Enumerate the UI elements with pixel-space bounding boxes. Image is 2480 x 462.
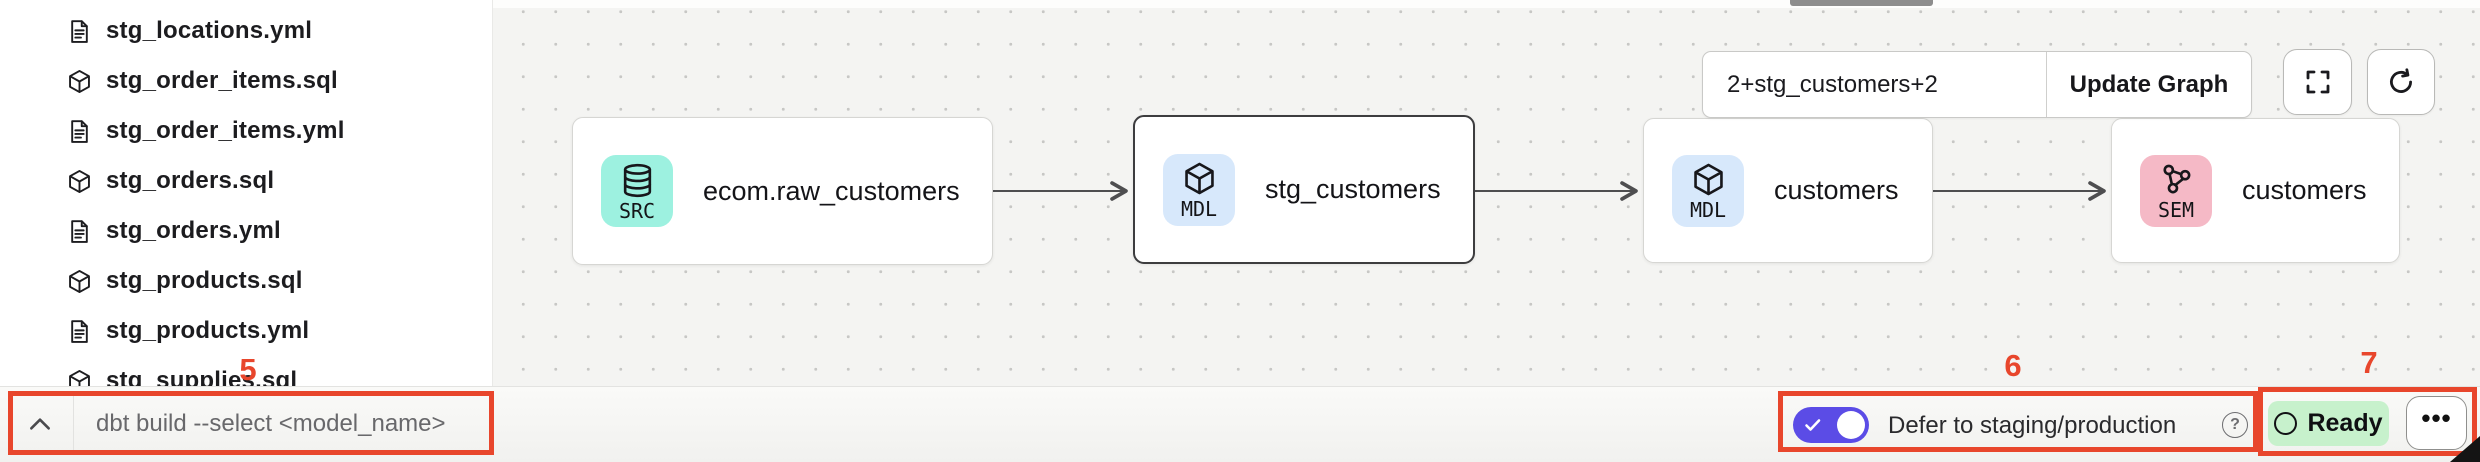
semantic-model-icon <box>2162 164 2190 194</box>
command-panel-expand-button[interactable] <box>20 404 60 444</box>
check-icon <box>1805 419 1821 431</box>
lineage-canvas[interactable]: SRC ecom.raw_customers MDL stg_customers… <box>493 0 2480 386</box>
database-icon <box>623 163 651 197</box>
lineage-node-source[interactable]: SRC ecom.raw_customers <box>572 117 993 265</box>
help-icon[interactable]: ? <box>2222 412 2248 438</box>
fullscreen-icon <box>2306 70 2329 94</box>
model-cube-icon <box>66 268 93 295</box>
graph-selector-combo: Update Graph <box>1702 51 2252 118</box>
semantic-badge: SEM <box>2140 154 2212 227</box>
cube-icon <box>1693 163 1723 196</box>
refresh-button[interactable] <box>2367 49 2435 115</box>
model-badge: MDL <box>1672 154 1744 227</box>
file-icon <box>66 218 93 245</box>
file-name: stg_products.yml <box>106 317 310 344</box>
file-name: stg_order_items.yml <box>106 117 345 144</box>
lineage-node-stg-customers[interactable]: MDL stg_customers <box>1133 115 1475 264</box>
file-name: stg_orders.yml <box>106 217 281 244</box>
file-item[interactable]: stg_products.sql <box>66 256 486 306</box>
horizontal-scrollbar[interactable] <box>1790 0 1933 6</box>
file-explorer: stg_locations.yml stg_order_items.sql st… <box>0 0 493 394</box>
model-badge: MDL <box>1163 153 1235 226</box>
defer-label: Defer to staging/production <box>1888 412 2177 439</box>
badge-label: SEM <box>2157 198 2195 222</box>
status-badge: Ready <box>2268 401 2389 446</box>
file-name: stg_products.sql <box>106 267 303 294</box>
update-graph-button[interactable]: Update Graph <box>2047 52 2251 117</box>
divider <box>2046 52 2047 117</box>
node-title: customers <box>1774 175 1899 205</box>
file-item[interactable]: stg_order_items.sql <box>66 56 486 106</box>
file-icon <box>66 318 93 345</box>
selector-input[interactable] <box>1703 52 2046 117</box>
model-cube-icon <box>66 168 93 195</box>
node-title: stg_customers <box>1265 174 1441 204</box>
cube-icon <box>1184 162 1214 195</box>
file-name: stg_order_items.sql <box>106 67 338 94</box>
badge-label: MDL <box>1180 197 1218 221</box>
file-item[interactable]: stg_orders.sql <box>66 156 486 206</box>
status-circle-icon <box>2274 412 2298 435</box>
file-item[interactable]: stg_order_items.yml <box>66 106 486 156</box>
node-title: customers <box>2242 175 2367 205</box>
file-item[interactable]: stg_orders.yml <box>66 206 486 256</box>
lineage-node-customers-semantic[interactable]: SEM customers <box>2111 118 2400 263</box>
toggle-knob <box>1837 411 1865 439</box>
overflow-menu-button[interactable]: ••• <box>2406 396 2467 450</box>
file-name: stg_locations.yml <box>106 17 313 44</box>
file-icon <box>66 118 93 145</box>
defer-toggle[interactable] <box>1793 407 1869 443</box>
chevron-up-icon <box>30 418 50 430</box>
refresh-icon <box>2390 68 2412 93</box>
status-text: Ready <box>2307 409 2383 437</box>
file-name: stg_orders.sql <box>106 167 275 194</box>
file-item[interactable]: stg_locations.yml <box>66 6 486 56</box>
divider <box>73 395 74 453</box>
node-title: ecom.raw_customers <box>703 175 960 206</box>
canvas-top-strip <box>493 0 2480 8</box>
source-badge: SRC <box>601 155 673 227</box>
badge-label: SRC <box>618 198 656 223</box>
fullscreen-button[interactable] <box>2283 49 2352 115</box>
model-cube-icon <box>66 68 93 95</box>
command-input[interactable] <box>96 398 481 450</box>
badge-label: MDL <box>1689 198 1727 222</box>
file-item[interactable]: stg_products.yml <box>66 306 486 356</box>
file-icon <box>66 18 93 45</box>
lineage-node-customers-model[interactable]: MDL customers <box>1643 118 1933 263</box>
